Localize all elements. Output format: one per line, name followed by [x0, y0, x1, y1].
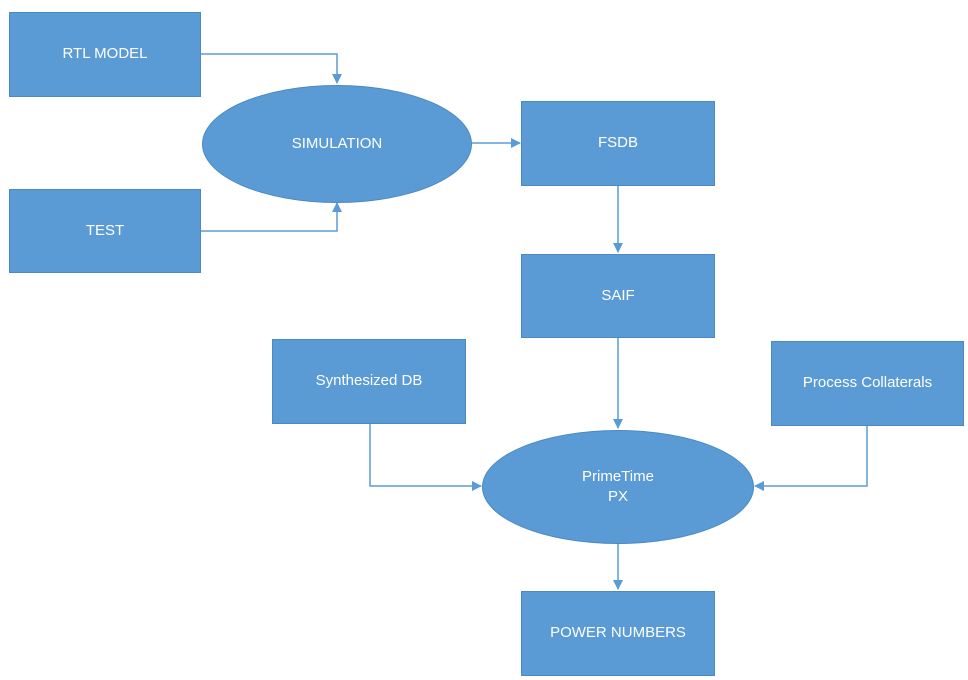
fsdb-box: FSDB [521, 101, 715, 186]
synthesized-db-box: Synthesized DB [272, 339, 466, 424]
edge-test-to-simulation [201, 202, 342, 232]
simulation-label: SIMULATION [291, 134, 383, 152]
edge-rtl-model-to-simulation [201, 53, 342, 84]
simulation-ellipse: SIMULATION [202, 85, 472, 203]
process-collaterals-label: Process Collaterals [802, 374, 933, 392]
synthesized-db-label: Synthesized DB [315, 372, 423, 390]
saif-label: SAIF [601, 286, 635, 304]
rtl-model-label: RTL MODEL [62, 45, 148, 63]
edge-process-collaterals-to-primetime [754, 426, 868, 491]
process-collaterals-box: Process Collaterals [771, 341, 964, 426]
test-label: TEST [85, 221, 125, 239]
power-numbers-box: POWER NUMBERS [521, 591, 715, 676]
primetime-label: PrimeTime [582, 467, 654, 485]
test-box: TEST [9, 189, 201, 273]
rtl-model-box: RTL MODEL [9, 12, 201, 97]
primetime-px-ellipse: PrimeTime PX [482, 430, 754, 544]
px-label: PX [607, 488, 628, 505]
edge-synthesized-db-to-primetime [369, 424, 482, 491]
power-numbers-label: POWER NUMBERS [550, 624, 686, 642]
fsdb-label: FSDB [597, 134, 638, 152]
saif-box: SAIF [521, 254, 715, 338]
